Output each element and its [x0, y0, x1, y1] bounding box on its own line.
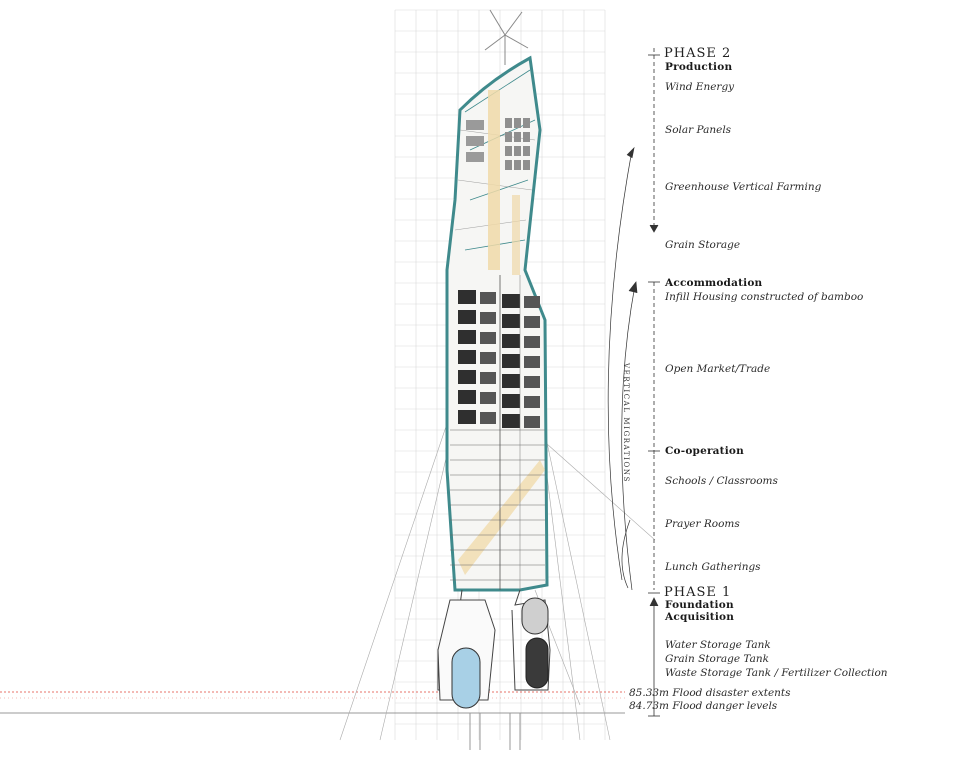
bamboo-ramp	[458, 460, 545, 575]
phase2-title: PHASE 2	[664, 46, 732, 61]
solar-panel	[514, 146, 521, 156]
housing-unit	[524, 316, 540, 328]
piles	[469, 713, 521, 750]
solar-panel	[505, 160, 512, 170]
waste-storage-tank	[525, 637, 549, 689]
flood-disaster-label: 85.33m Flood disaster extents	[629, 687, 791, 699]
migration-arrow-upper	[607, 149, 633, 581]
phase2-subtitle: Production	[665, 61, 733, 73]
label-open-market: Open Market/Trade	[665, 363, 771, 375]
solar-panel	[523, 118, 530, 128]
label-prayer-rooms: Prayer Rooms	[665, 518, 740, 530]
housing-unit	[524, 416, 540, 428]
phase1-subtitle: Foundation	[665, 599, 734, 611]
label-infill-housing: Infill Housing constructed of bamboo	[665, 291, 864, 303]
housing-unit	[458, 410, 476, 424]
solar-panel	[523, 160, 530, 170]
wind-turbine-icon	[484, 9, 529, 65]
housing-unit	[480, 292, 496, 304]
label-wind-energy: Wind Energy	[665, 81, 735, 93]
tower-body	[445, 55, 549, 592]
solar-panel	[505, 132, 512, 142]
housing-unit	[524, 296, 540, 308]
floor-lines	[450, 429, 545, 581]
housing-unit	[458, 310, 476, 324]
solar-panel	[466, 152, 484, 162]
vertical-migration-arrows	[607, 146, 638, 591]
solar-panel	[514, 160, 521, 170]
solar-panel	[523, 132, 530, 142]
solar-panel	[514, 132, 521, 142]
housing-blocks	[458, 290, 540, 428]
label-solar-panels: Solar Panels	[665, 124, 732, 136]
flood-danger-label: 84.73m Flood danger levels	[629, 700, 778, 712]
solar-panel	[505, 146, 512, 156]
housing-unit	[458, 350, 476, 364]
housing-unit	[458, 370, 476, 384]
housing-unit	[480, 352, 496, 364]
housing-unit	[458, 390, 476, 404]
label-grain-tank: Grain Storage Tank	[665, 653, 769, 665]
housing-unit	[480, 412, 496, 424]
solar-panel	[523, 146, 530, 156]
housing-unit	[502, 334, 520, 348]
housing-unit	[502, 394, 520, 408]
migration-arrow-lower	[621, 519, 631, 589]
label-waste-tank: Waste Storage Tank / Fertilizer Collecti…	[665, 667, 888, 679]
solar-panel	[466, 136, 484, 146]
migration-arrow-mid	[621, 284, 636, 591]
housing-unit	[458, 330, 476, 344]
phase-axis	[648, 48, 660, 717]
housing-unit	[480, 332, 496, 344]
housing-unit	[502, 354, 520, 368]
housing-unit	[502, 314, 520, 328]
housing-unit	[524, 396, 540, 408]
solar-panel	[514, 118, 521, 128]
bamboo-shaft-mid	[512, 195, 520, 275]
label-water-tank: Water Storage Tank	[665, 639, 771, 651]
vertical-migrations-label: VERTICAL MIGRATIONS	[622, 363, 630, 483]
housing-unit	[502, 374, 520, 388]
flood-lines	[0, 691, 625, 714]
solar-panel-racks	[466, 118, 530, 170]
housing-unit	[480, 312, 496, 324]
bamboo-shaft-upper	[488, 90, 500, 270]
housing-unit	[480, 372, 496, 384]
label-lunch: Lunch Gatherings	[665, 561, 761, 573]
solar-panel	[505, 118, 512, 128]
housing-unit	[502, 414, 520, 428]
label-grain-storage: Grain Storage	[665, 239, 741, 251]
housing-unit	[524, 356, 540, 368]
water-storage-tank	[451, 647, 481, 709]
cooperation-heading: Co-operation	[665, 445, 744, 457]
label-greenhouse: Greenhouse Vertical Farming	[665, 181, 822, 193]
phase1-title: PHASE 1	[664, 585, 732, 600]
label-schools: Schools / Classrooms	[665, 475, 778, 487]
housing-unit	[458, 290, 476, 304]
grain-storage-tank	[521, 597, 549, 635]
phase1-subtitle2: Acquisition	[665, 611, 735, 623]
housing-unit	[524, 336, 540, 348]
housing-unit	[480, 392, 496, 404]
solar-panel	[466, 120, 484, 130]
accommodation-heading: Accommodation	[665, 277, 763, 289]
housing-unit	[524, 376, 540, 388]
housing-unit	[502, 294, 520, 308]
